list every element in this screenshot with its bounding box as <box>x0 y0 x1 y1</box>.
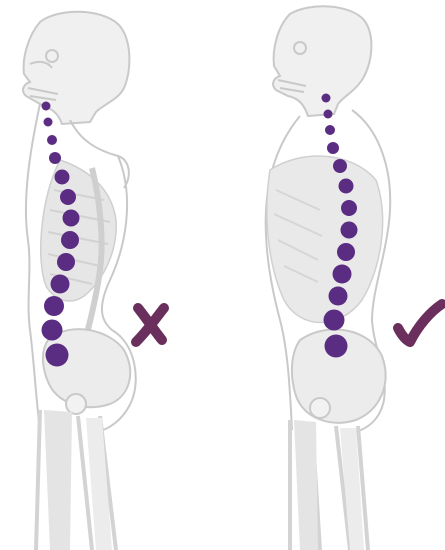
right-vertebra-dot-6 <box>339 179 354 194</box>
left-front-outline <box>26 104 40 430</box>
right-vertebra-dot-7 <box>341 200 357 216</box>
left-vertebra-dot-4 <box>49 152 61 164</box>
left-pelvis <box>43 329 130 407</box>
right-torso-muscles <box>267 156 383 322</box>
left-vertebra-dot-10 <box>51 275 70 294</box>
right-vertebra-dot-5 <box>333 159 347 173</box>
left-vertebra-dot-7 <box>63 210 80 227</box>
left-vertebra-dot-5 <box>55 170 70 185</box>
left-vertebra-dot-9 <box>57 253 75 271</box>
right-vertebra-dot-13 <box>325 335 348 358</box>
right-vertebra-dot-9 <box>337 243 355 261</box>
left-vertebra-dot-6 <box>60 189 76 205</box>
right-figure-skeleton <box>266 6 391 550</box>
right-vertebra-dot-4 <box>327 142 339 154</box>
right-vertebra-dot-2 <box>324 110 333 119</box>
check-mark-icon <box>398 304 442 342</box>
right-vertebra-dot-8 <box>341 222 358 239</box>
left-vertebra-dot-13 <box>46 344 69 367</box>
cross-mark-icon <box>136 308 164 342</box>
left-vertebra-dot-12 <box>42 320 63 341</box>
left-vertebra-dot-1 <box>42 102 51 111</box>
right-vertebra-dot-3 <box>325 125 335 135</box>
right-vertebra-dot-10 <box>333 265 352 284</box>
left-figure-skeleton <box>23 12 136 550</box>
left-vertebra-dot-11 <box>44 296 64 316</box>
left-vertebra-dot-2 <box>44 118 53 127</box>
right-vertebra-dot-11 <box>329 287 348 306</box>
right-vertebra-dot-1 <box>322 94 331 103</box>
left-vertebra-dot-8 <box>61 231 79 249</box>
left-vertebra-dot-3 <box>47 135 57 145</box>
right-vertebra-dot-12 <box>324 310 345 331</box>
